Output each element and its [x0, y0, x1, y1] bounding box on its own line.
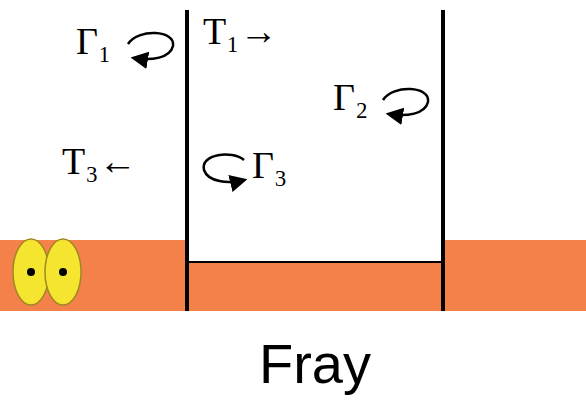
symbol-label: Γ₂: [333, 78, 368, 116]
symbol-label: T₁→: [203, 12, 277, 50]
rotation-arrow: [128, 33, 173, 59]
rail-edge: [188, 261, 444, 263]
rotation-arrow: [383, 89, 428, 115]
caption: Fray: [259, 336, 371, 392]
symbol-label: Γ₁: [76, 22, 111, 60]
rail-left: [0, 240, 188, 311]
rotation-arrow: [204, 155, 244, 182]
rail-middle: [188, 262, 444, 311]
barrier-line: [185, 10, 189, 311]
symbol-label: T₃←: [62, 142, 136, 180]
rail-right: [444, 240, 586, 311]
barrier-line: [441, 10, 445, 311]
fray-protein: [13, 239, 81, 305]
symbol-label: Γ₃: [252, 146, 287, 184]
